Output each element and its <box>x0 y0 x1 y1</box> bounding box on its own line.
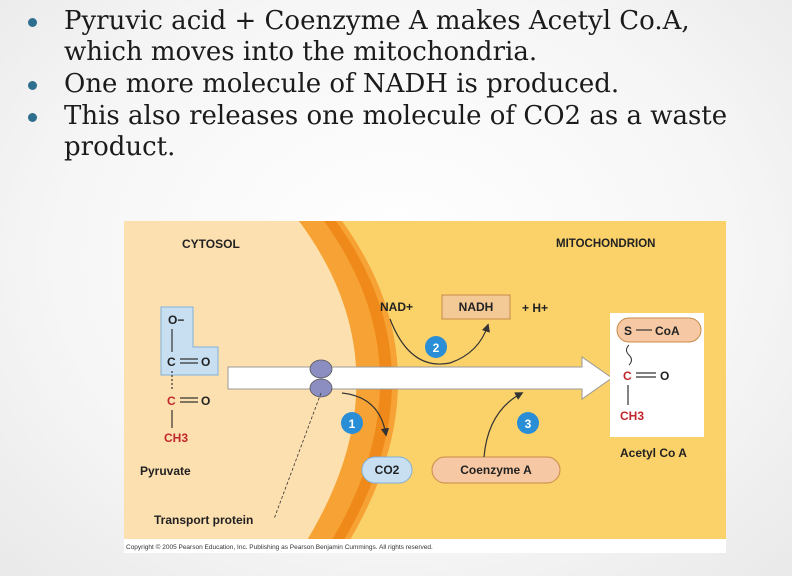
step-2-label: 2 <box>433 341 440 355</box>
step-1-label: 1 <box>349 417 356 431</box>
bullet-list: Pyruvic acid + Coenzyme A makes Acetyl C… <box>24 6 764 164</box>
co2-label: CO2 <box>375 463 400 477</box>
step-3-label: 3 <box>525 417 532 431</box>
bullet-text: One more molecule of NADH is produced. <box>64 69 620 99</box>
co2-box <box>361 456 413 484</box>
pyruvate-o-minus: O− <box>168 313 184 327</box>
bullet-text: This also releases one molecule of CO2 a… <box>64 101 728 162</box>
acetyl-coa: CoA <box>655 324 680 338</box>
diagram-svg: CYTOSOL MITOCHONDRION O− C O C O CH3 Pyr… <box>124 221 726 553</box>
acetyl-c: C <box>623 369 632 383</box>
copyright-text: Copyright © 2005 Pearson Education, Inc.… <box>126 543 433 551</box>
transport-protein-top <box>309 359 333 379</box>
pyruvate-ch3: CH3 <box>164 431 188 445</box>
bullet-item: One more molecule of NADH is produced. <box>24 69 764 100</box>
bullet-icon <box>28 81 37 90</box>
co2-release-arrow <box>341 392 390 437</box>
bullet-item: This also releases one molecule of CO2 a… <box>24 101 764 163</box>
acetyl-ch3: CH3 <box>620 409 644 423</box>
caption-strip <box>124 539 726 553</box>
transport-protein-label: Transport protein <box>154 513 253 527</box>
coa-pill <box>616 317 702 343</box>
bond <box>626 344 632 366</box>
bullet-icon <box>28 18 37 27</box>
mitochondrion-label: MITOCHONDRION <box>556 238 655 250</box>
acetyl-coa-label: Acetyl Co A <box>620 446 687 460</box>
step-3-circle <box>517 412 539 434</box>
nad-reduction-arrow <box>389 318 490 365</box>
transport-pointer <box>273 392 322 520</box>
pyruvate-c1: C <box>167 355 176 369</box>
step-1-circle <box>341 412 363 434</box>
nadh-label: NADH <box>459 300 494 314</box>
bullet-icon <box>28 113 37 122</box>
coenzyme-a-arrow <box>483 392 524 458</box>
pyruvate-o2: O <box>201 394 210 408</box>
coenzyme-a-label: Coenzyme A <box>460 463 532 477</box>
h-label: + H+ <box>522 301 548 315</box>
acetyl-o: O <box>660 369 669 383</box>
pyruvate-o1: O <box>201 355 210 369</box>
pyruvate-label: Pyruvate <box>140 464 191 478</box>
coenzyme-a-box <box>431 456 561 484</box>
transport-protein-bottom <box>309 378 333 398</box>
nadh-box <box>441 294 511 320</box>
bullet-text: Pyruvic acid + Coenzyme A makes Acetyl C… <box>64 6 690 67</box>
nad-label: NAD+ <box>380 300 413 314</box>
bullet-item: Pyruvic acid + Coenzyme A makes Acetyl C… <box>24 6 764 68</box>
cytosol-label: CYTOSOL <box>182 237 240 251</box>
acetyl-s: S <box>624 324 632 338</box>
pyruvate-oxidation-diagram: CYTOSOL MITOCHONDRION O− C O C O CH3 Pyr… <box>124 221 726 553</box>
pyruvate-c2: C <box>167 394 176 408</box>
pyruvate-shape <box>160 306 219 376</box>
step-2-circle <box>425 336 447 358</box>
